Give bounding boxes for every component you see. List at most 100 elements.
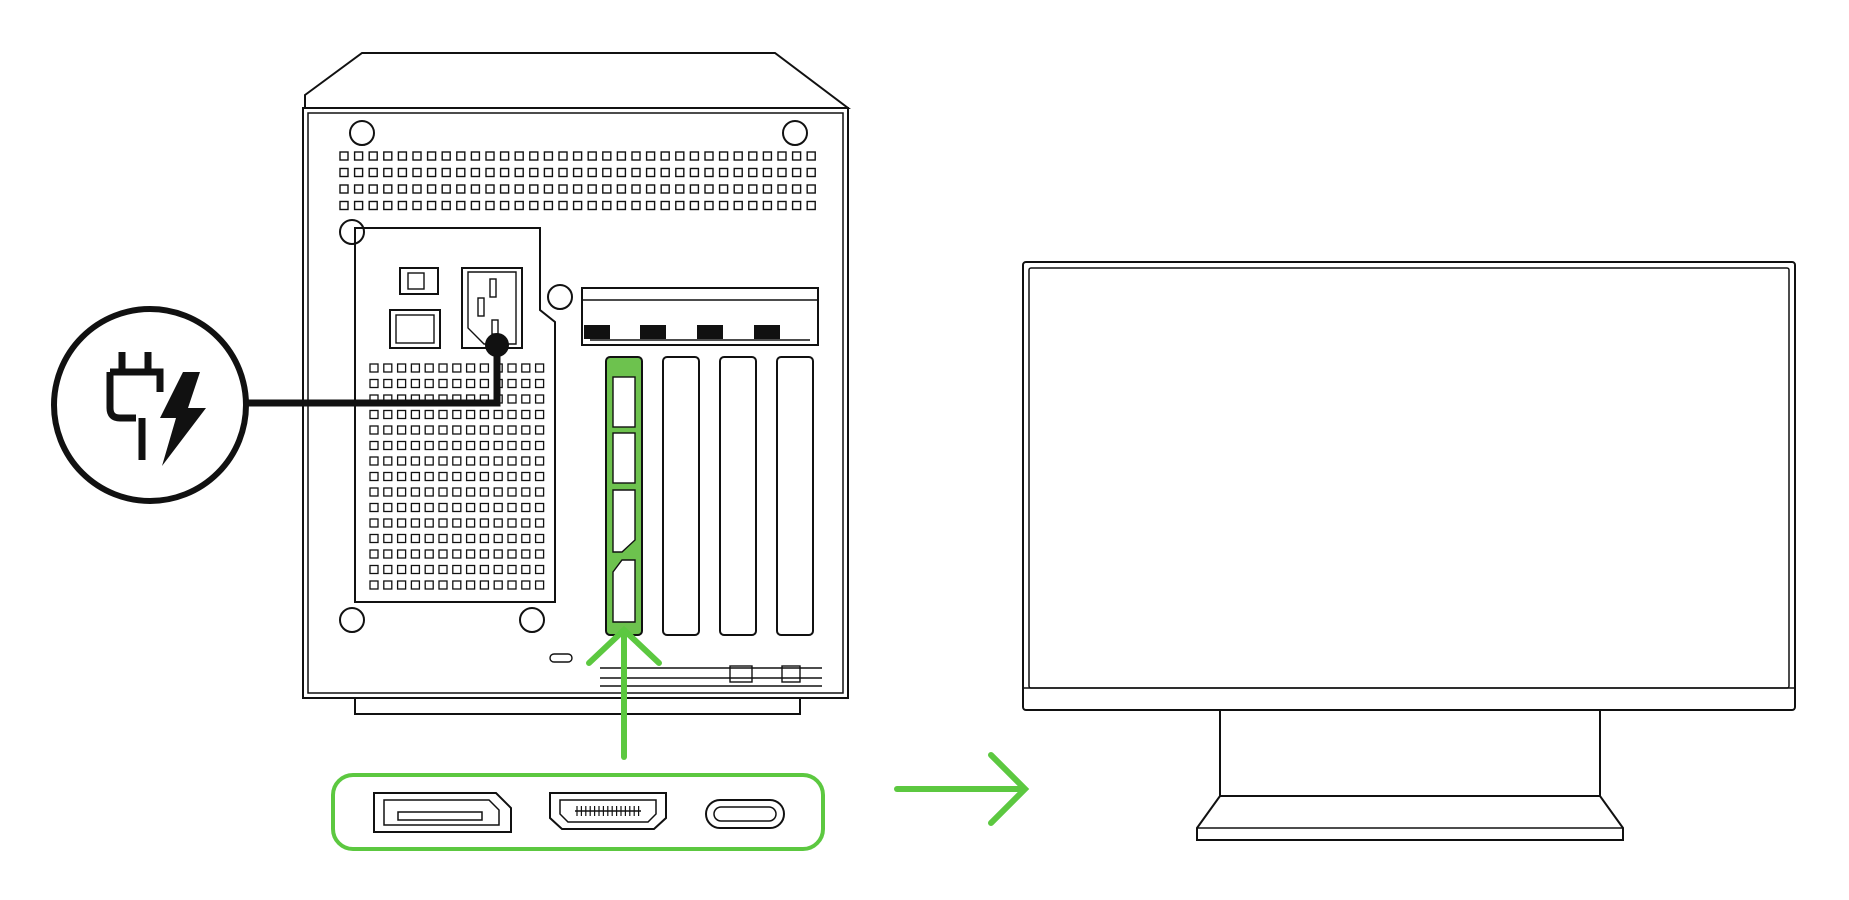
vent-hole xyxy=(383,549,393,559)
vent-hole xyxy=(452,564,462,575)
vent-hole xyxy=(452,471,462,482)
vent-hole xyxy=(369,409,379,420)
vent-hole xyxy=(369,533,379,544)
vent-hole xyxy=(383,167,393,178)
vent-hole xyxy=(441,184,451,194)
egpu-enclosure xyxy=(302,52,851,715)
vent-hole xyxy=(410,471,421,482)
vent-hole xyxy=(452,440,462,451)
vent-hole xyxy=(479,440,490,451)
vent-hole xyxy=(438,456,448,466)
vent-hole xyxy=(465,409,476,420)
vent-hole xyxy=(383,184,393,194)
vent-hole xyxy=(438,363,448,373)
vent-hole xyxy=(465,456,476,466)
vent-hole xyxy=(572,200,583,211)
vent-hole xyxy=(689,167,700,178)
vent-hole xyxy=(465,471,476,482)
vent-hole xyxy=(521,580,531,590)
vent-hole xyxy=(806,167,816,178)
vent-hole xyxy=(410,363,421,373)
vent-hole xyxy=(572,151,583,161)
vent-hole xyxy=(470,167,481,178)
vent-hole xyxy=(470,184,481,194)
vent-hole xyxy=(748,184,758,194)
vent-hole xyxy=(410,440,421,451)
vent-hole xyxy=(534,487,545,497)
vent-hole xyxy=(616,167,627,178)
vent-hole xyxy=(397,200,408,211)
monitor-neck xyxy=(1219,710,1601,797)
vent-hole xyxy=(396,518,407,528)
vent-hole xyxy=(521,425,531,435)
vent-hole xyxy=(791,151,802,161)
vent-hole xyxy=(534,409,545,420)
vent-hole xyxy=(493,533,503,544)
vent-hole xyxy=(438,580,448,590)
vent-hole xyxy=(543,200,554,211)
vent-hole xyxy=(383,200,393,211)
vent-hole xyxy=(479,580,490,590)
vent-hole xyxy=(534,440,545,451)
psu-plate xyxy=(354,227,556,603)
vent-hole xyxy=(704,167,714,178)
vent-hole xyxy=(777,200,787,211)
vent-hole xyxy=(493,518,503,528)
vent-hole xyxy=(410,378,421,389)
vent-hole xyxy=(368,200,378,211)
vent-hole xyxy=(514,167,524,178)
vent-hole xyxy=(616,200,627,211)
vent-hole xyxy=(534,549,545,559)
power-connector xyxy=(485,333,509,357)
vent-hole xyxy=(396,549,407,559)
vent-hole xyxy=(493,409,503,420)
vent-hole xyxy=(369,580,379,590)
vent-hole xyxy=(353,167,364,178)
hdmi-port-icon xyxy=(549,792,667,830)
vent-hole xyxy=(426,151,437,161)
power-plug-lightning-icon xyxy=(51,306,249,504)
vent-hole xyxy=(456,167,466,178)
vent-hole xyxy=(353,184,364,194)
vent-hole xyxy=(479,363,490,373)
vent-hole xyxy=(452,409,462,420)
vent-hole xyxy=(660,151,670,161)
vent-hole xyxy=(410,564,421,575)
vent-hole xyxy=(572,167,583,178)
vent-hole xyxy=(369,518,379,528)
vent-hole xyxy=(479,378,490,389)
vent-hole xyxy=(645,200,656,211)
vent-hole xyxy=(424,549,434,559)
voltage-switch xyxy=(399,267,439,295)
vent-hole xyxy=(353,200,364,211)
vent-hole xyxy=(424,564,434,575)
vent-hole xyxy=(514,151,524,161)
vent-hole xyxy=(762,184,773,194)
vent-hole xyxy=(396,487,407,497)
vent-hole xyxy=(521,487,531,497)
vent-hole xyxy=(689,200,700,211)
vent-hole xyxy=(507,502,517,513)
vent-hole xyxy=(507,518,517,528)
vent-hole xyxy=(791,184,802,194)
vent-hole xyxy=(438,471,448,482)
vent-hole xyxy=(660,167,670,178)
screw xyxy=(349,120,375,146)
vent-hole xyxy=(529,151,539,161)
vent-hole xyxy=(733,151,743,161)
vent-hole xyxy=(558,200,568,211)
screw xyxy=(339,607,365,633)
vent-hole xyxy=(465,378,476,389)
port-group xyxy=(331,773,825,851)
vent-hole xyxy=(507,487,517,497)
vent-hole xyxy=(424,425,434,435)
vent-hole xyxy=(369,471,379,482)
vent-hole xyxy=(534,425,545,435)
vent-hole xyxy=(507,533,517,544)
vent-hole xyxy=(438,378,448,389)
vent-hole xyxy=(383,409,393,420)
vent-hole xyxy=(383,580,393,590)
vent-hole xyxy=(438,502,448,513)
vent-hole xyxy=(353,151,364,161)
vent-hole xyxy=(412,167,422,178)
